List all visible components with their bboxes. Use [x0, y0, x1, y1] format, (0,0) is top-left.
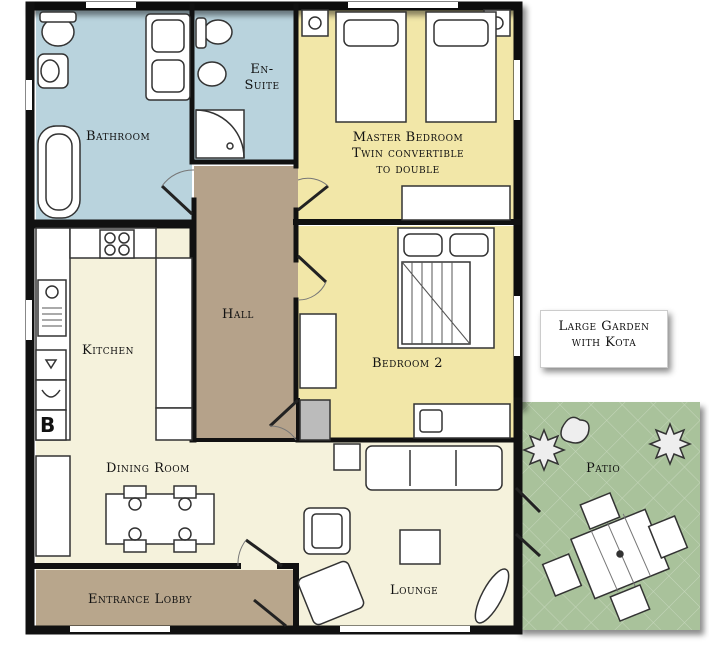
kitchen-label: Kitchen — [82, 343, 134, 358]
desk-chair — [419, 409, 443, 433]
dining-chair — [173, 485, 197, 499]
armchair — [297, 560, 365, 626]
plant — [521, 427, 567, 473]
ensuite-label-line1: En- — [250, 62, 274, 77]
ensuite-label: En- Suite — [232, 62, 292, 94]
ensuite-fixtures — [195, 17, 245, 159]
wardrobe — [299, 313, 337, 389]
garden-note: Large Garden with Kota — [540, 310, 668, 368]
sideboard — [35, 455, 71, 557]
master-bedroom-label-line2: Twin convertible — [351, 146, 465, 161]
bedside-table — [301, 9, 329, 37]
window — [514, 296, 520, 356]
fridge-freezer — [155, 407, 193, 441]
window — [340, 626, 470, 632]
patio-chair — [609, 583, 651, 623]
window — [26, 80, 32, 110]
patio-chair — [579, 491, 621, 531]
lounge-label: Lounge — [390, 583, 439, 598]
garden-note-line1: Large Garden — [558, 319, 650, 334]
toilet — [203, 19, 233, 45]
garden-note-line2: with Kota — [571, 335, 637, 350]
master-bedroom-furniture — [301, 9, 511, 221]
patio-chair — [541, 553, 583, 597]
doors — [160, 169, 542, 628]
bedroom-2-furniture — [299, 227, 511, 439]
window — [514, 60, 520, 120]
ensuite-label-line2: Suite — [244, 78, 280, 93]
window — [70, 626, 170, 632]
wardrobe — [401, 185, 511, 221]
cooker-hob — [99, 229, 135, 259]
hall-cupboard — [299, 399, 331, 441]
kitchen-fixtures — [35, 227, 193, 441]
dishwasher — [35, 349, 67, 381]
coffee-table — [399, 529, 441, 565]
master-bedroom-label: Master Bedroom Twin convertible to doubl… — [338, 130, 478, 178]
hall-floor — [194, 166, 298, 440]
counter — [155, 257, 193, 409]
rug — [474, 568, 510, 624]
bathroom-label: Bathroom — [86, 129, 151, 144]
plant — [560, 416, 590, 444]
window — [86, 2, 136, 8]
dining-chair — [173, 539, 197, 553]
dining-chair — [123, 485, 147, 499]
double-vanity — [145, 13, 191, 101]
patio-furniture — [521, 416, 693, 623]
hall-label: Hall — [222, 307, 254, 322]
boiler-symbol: B — [40, 413, 56, 437]
sink — [197, 61, 227, 87]
bathroom-fixtures — [37, 11, 191, 219]
entrance-lobby-label: Entrance Lobby — [88, 592, 193, 607]
cabinet — [333, 443, 361, 471]
sofa — [365, 445, 503, 491]
bedroom-2-label: Bedroom 2 — [372, 356, 443, 371]
shower — [195, 109, 245, 159]
window — [348, 2, 458, 8]
sink — [37, 53, 69, 89]
master-bedroom-label-line3: to double — [376, 162, 440, 177]
master-bedroom-label-line1: Master Bedroom — [352, 130, 464, 145]
washing-machine — [35, 379, 67, 411]
armchair — [303, 507, 351, 555]
dining-furniture — [35, 443, 361, 557]
window — [26, 300, 32, 340]
dining-chair — [123, 539, 147, 553]
boiler-unit — [35, 409, 67, 441]
lounge-furniture — [297, 445, 510, 626]
windows — [26, 2, 520, 632]
plant — [647, 421, 693, 467]
dining-table — [105, 493, 215, 545]
dining-room-label: Dining Room — [106, 461, 190, 476]
patio-chair — [647, 515, 689, 559]
patio-label: Patio — [586, 461, 621, 476]
bathtub — [37, 125, 81, 219]
